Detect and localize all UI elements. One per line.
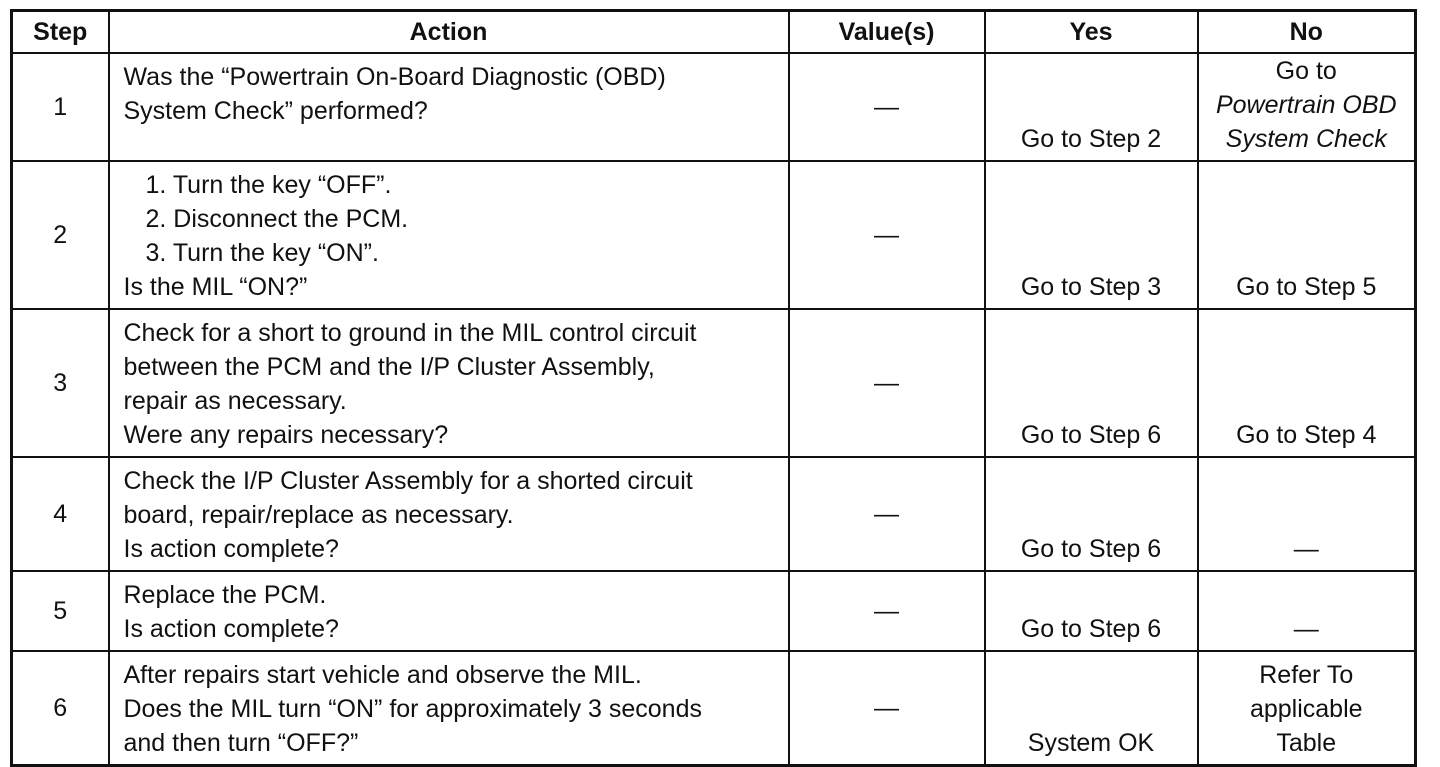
no-line: Refer To: [1259, 661, 1354, 689]
action-line: between the PCM and the I/P Cluster Asse…: [123, 353, 655, 381]
action-cell: Check the I/P Cluster Assembly for a sho…: [107, 456, 790, 572]
no-line: Go to: [1275, 57, 1337, 85]
step-number: 3: [10, 308, 110, 458]
no-line: Table: [1276, 729, 1337, 757]
header-values: Value(s): [787, 9, 986, 54]
value-cell: —: [787, 160, 986, 310]
action-cell: Check for a short to ground in the MIL c…: [107, 308, 790, 458]
header-step: Step: [10, 9, 110, 54]
no-cell: —: [1196, 570, 1417, 652]
step-number: 6: [10, 650, 110, 767]
action-line: repair as necessary.: [123, 387, 347, 415]
step-number: 1: [10, 52, 110, 162]
no-cell: Go to Step 4: [1196, 308, 1417, 458]
action-cell: Was the “Powertrain On-Board Diagnostic …: [107, 52, 790, 162]
step-number: 2: [10, 160, 110, 310]
diagnostic-table-container: Step Action Value(s) Yes No 1 Was the “P…: [10, 9, 1417, 767]
no-line: Powertrain OBD: [1215, 91, 1397, 119]
no-cell: —: [1196, 456, 1417, 572]
yes-cell: Go to Step 3: [983, 160, 1199, 310]
action-line: 3. Turn the key “ON”.: [145, 239, 379, 267]
table-row: 2 1. Turn the key “OFF”. 2. Disconnect t…: [10, 160, 1417, 310]
yes-cell: Go to Step 6: [983, 456, 1199, 572]
table-row: 1 Was the “Powertrain On-Board Diagnosti…: [10, 52, 1417, 162]
no-cell: Go to Powertrain OBD System Check: [1196, 52, 1417, 162]
action-line: Was the “Powertrain On-Board Diagnostic …: [123, 63, 666, 91]
table-header-row: Step Action Value(s) Yes No: [10, 9, 1417, 54]
action-line: Is action complete?: [123, 535, 339, 563]
table-row: 4 Check the I/P Cluster Assembly for a s…: [10, 456, 1417, 572]
action-line: Is action complete?: [123, 615, 339, 643]
action-line: 1. Turn the key “OFF”.: [145, 171, 392, 199]
no-cell: Refer To applicable Table: [1196, 650, 1417, 767]
value-cell: —: [787, 52, 986, 162]
no-cell: Go to Step 5: [1196, 160, 1417, 310]
action-cell: 1. Turn the key “OFF”. 2. Disconnect the…: [107, 160, 790, 310]
value-cell: —: [787, 650, 986, 767]
value-cell: —: [787, 570, 986, 652]
step-number: 4: [10, 456, 110, 572]
action-line: Does the MIL turn “ON” for approximately…: [123, 695, 702, 723]
yes-cell: System OK: [983, 650, 1199, 767]
action-line: Check the I/P Cluster Assembly for a sho…: [123, 467, 693, 495]
action-line: board, repair/replace as necessary.: [123, 501, 514, 529]
table-row: 6 After repairs start vehicle and observ…: [10, 650, 1417, 767]
no-line: applicable: [1249, 695, 1363, 723]
action-line: Were any repairs necessary?: [123, 421, 449, 449]
yes-cell: Go to Step 6: [983, 308, 1199, 458]
value-cell: —: [787, 308, 986, 458]
header-no: No: [1196, 9, 1417, 54]
action-line: Is the MIL “ON?”: [123, 273, 308, 301]
diagnostic-table: Step Action Value(s) Yes No 1 Was the “P…: [10, 9, 1417, 767]
yes-cell: Go to Step 2: [983, 52, 1199, 162]
action-line: System Check” performed?: [123, 97, 428, 125]
action-line: 2. Disconnect the PCM.: [145, 205, 409, 233]
action-line: Replace the PCM.: [123, 581, 327, 609]
header-yes: Yes: [983, 9, 1199, 54]
header-action: Action: [107, 9, 790, 54]
table-row: 5 Replace the PCM. Is action complete? —…: [10, 570, 1417, 652]
no-line: System Check: [1225, 125, 1387, 153]
step-number: 5: [10, 570, 110, 652]
action-cell: After repairs start vehicle and observe …: [107, 650, 790, 767]
action-line: After repairs start vehicle and observe …: [123, 661, 642, 689]
action-line: Check for a short to ground in the MIL c…: [123, 319, 697, 347]
table-row: 3 Check for a short to ground in the MIL…: [10, 308, 1417, 458]
action-cell: Replace the PCM. Is action complete?: [107, 570, 790, 652]
action-line: and then turn “OFF?”: [123, 729, 359, 757]
yes-cell: Go to Step 6: [983, 570, 1199, 652]
value-cell: —: [787, 456, 986, 572]
